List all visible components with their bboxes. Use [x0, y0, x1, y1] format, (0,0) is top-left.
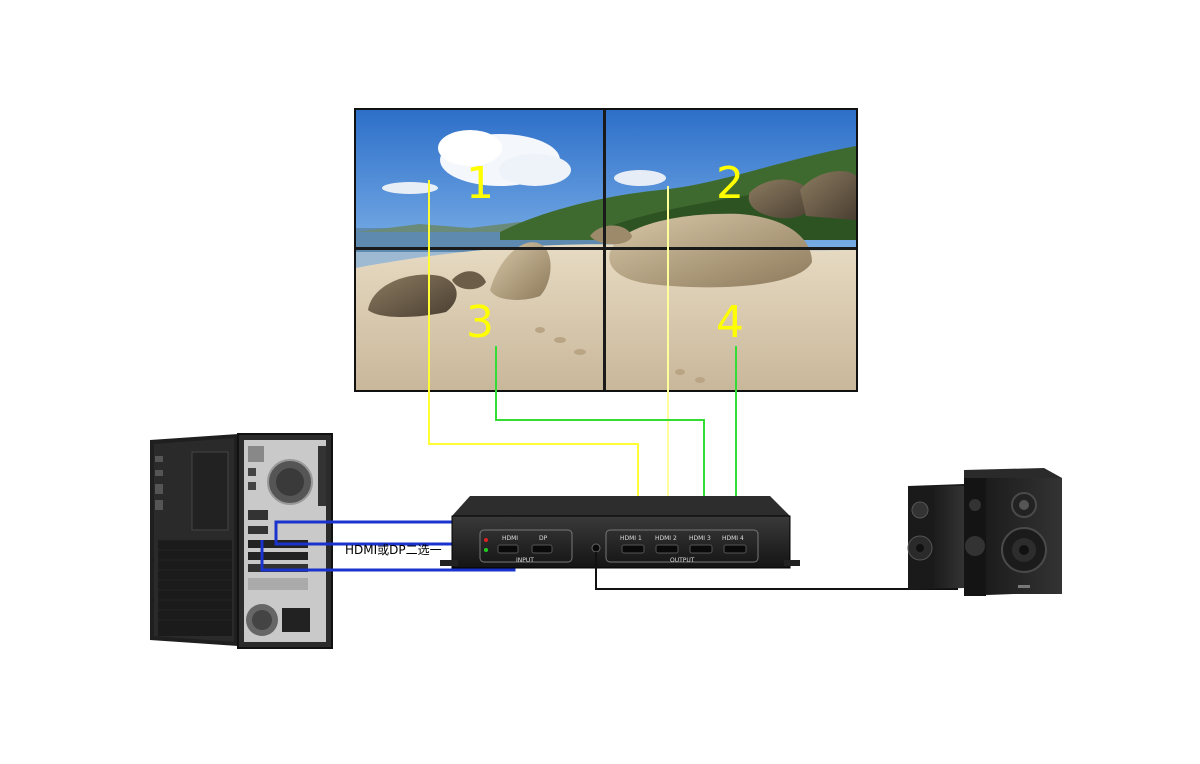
pc-connection-note: HDMI或DP二选一 [345, 543, 442, 557]
input-label: INPUT [516, 557, 534, 564]
screen-3-label: 3 [466, 297, 494, 348]
video-cables [428, 180, 737, 545]
input-port-hdmi[interactable] [497, 544, 519, 554]
output-group [605, 529, 759, 563]
screen-1-label: 1 [466, 158, 494, 209]
output-label: OUTPUT [670, 557, 695, 564]
pc-tower [150, 433, 333, 649]
output-port-1-label: HDMI 1 [620, 535, 642, 542]
bezel-horizontal [356, 247, 856, 250]
video-wall-splitter: HDMI DP INPUT HDMI 1 HDMI 2 HDMI 3 HDMI … [440, 496, 800, 569]
speaker-left [907, 484, 964, 590]
input-group [479, 529, 573, 563]
output-port-3[interactable] [689, 544, 713, 554]
output-port-2-label: HDMI 2 [655, 535, 677, 542]
input-port-dp[interactable] [531, 544, 553, 554]
speakers [907, 468, 1062, 596]
cable-screen-1 [428, 180, 639, 545]
screen-4-label: 4 [716, 297, 744, 348]
output-port-1[interactable] [621, 544, 645, 554]
input-port-hdmi-label: HDMI [502, 535, 518, 542]
screen-2-label: 2 [716, 158, 744, 209]
input-port-dp-label: DP [539, 535, 548, 542]
output-port-2[interactable] [655, 544, 679, 554]
output-port-4-label: HDMI 4 [722, 535, 744, 542]
cable-screen-3 [495, 346, 705, 545]
output-port-4[interactable] [723, 544, 747, 554]
audio-cable [595, 552, 958, 590]
speaker-right [964, 468, 1062, 596]
video-wall: 1 2 3 4 [354, 108, 858, 392]
output-port-3-label: HDMI 3 [689, 535, 711, 542]
audio-out-jack[interactable] [591, 543, 601, 553]
